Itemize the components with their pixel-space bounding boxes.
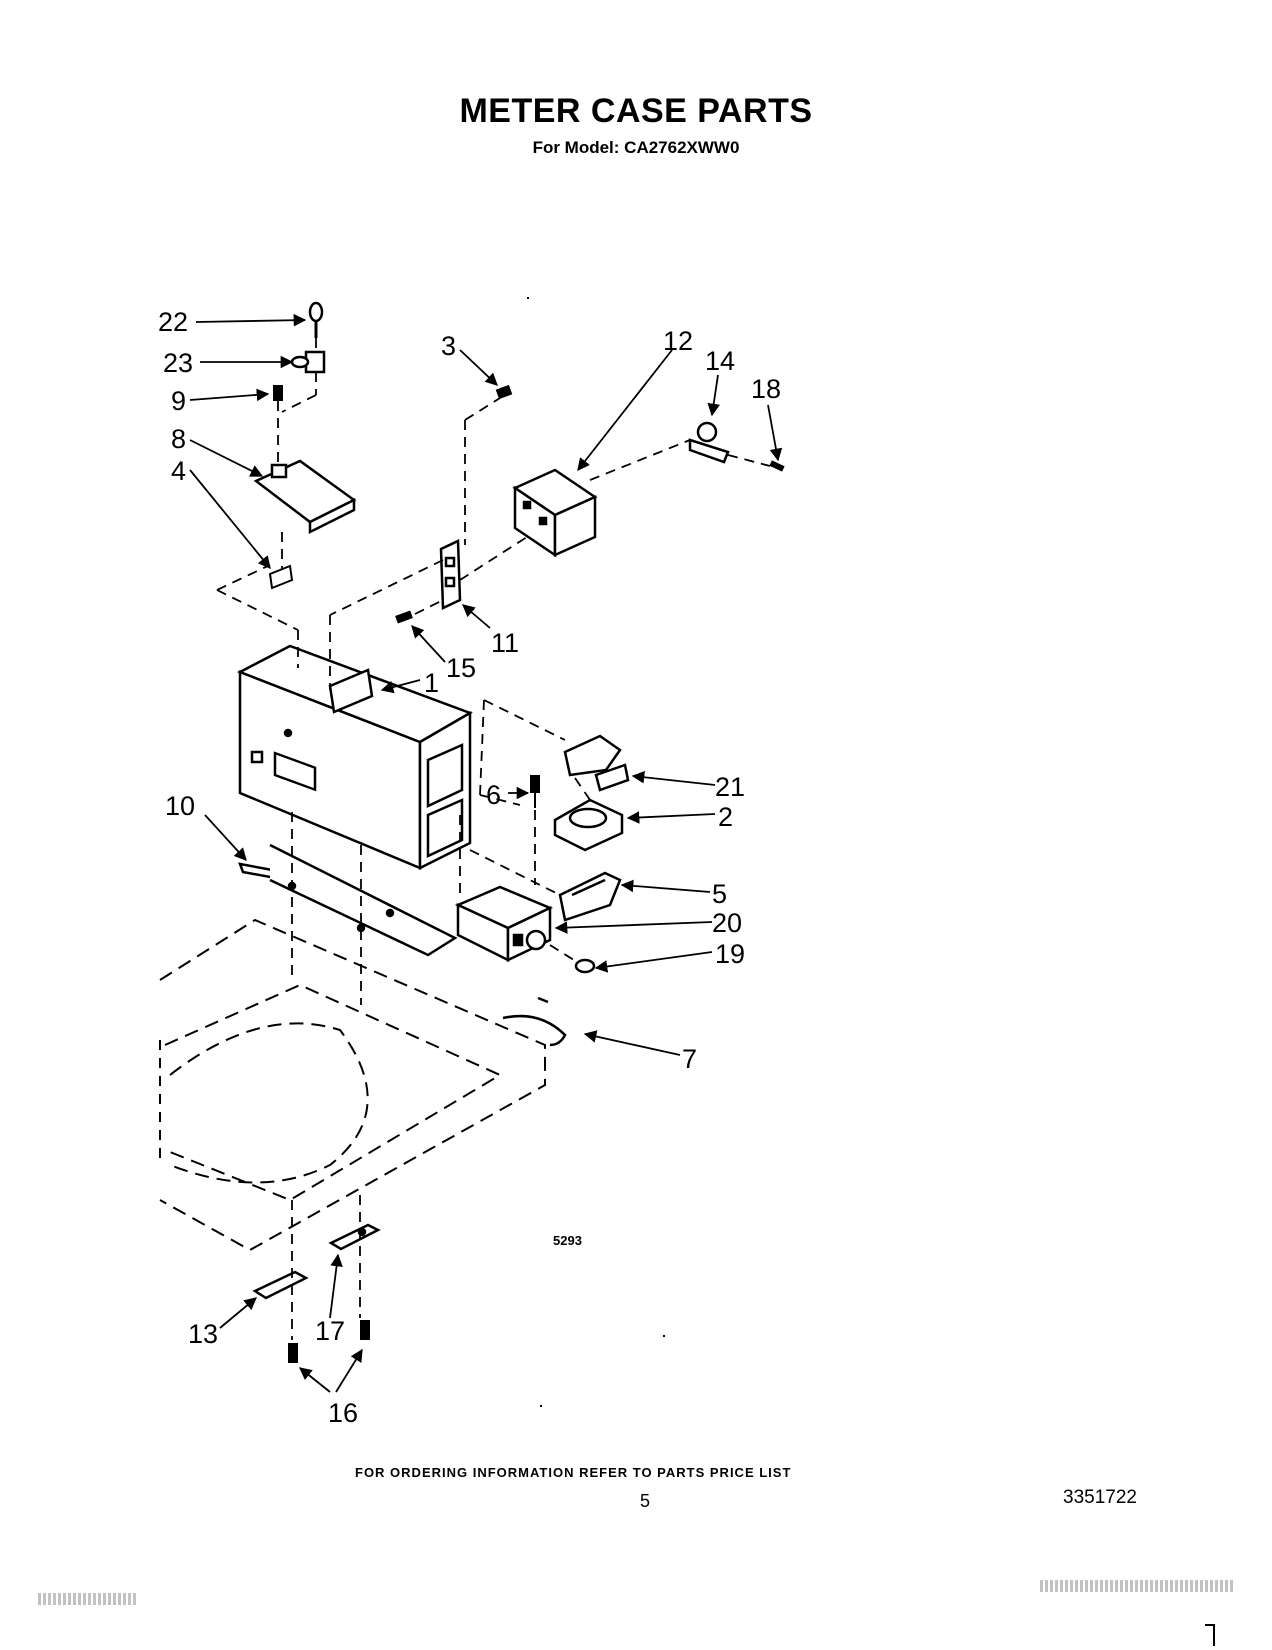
document-part-number: 3351722 [1063,1487,1137,1508]
gasket-part-10 [238,843,458,957]
footer-fine-print-right [1040,1580,1235,1592]
pin-part-18 [769,460,785,472]
assembly-guide-lines [216,338,771,1340]
slide-part-5 [558,871,622,922]
figure-code: 5293 [553,1233,582,1248]
callout-23: 23 [163,348,193,378]
callout-6: 6 [486,780,501,810]
page-number: 5 [640,1491,651,1511]
callout-labels: 22 23 9 8 4 3 12 14 18 11 15 1 10 6 21 2… [158,307,781,1428]
callout-18: 18 [751,374,781,404]
callout-7: 7 [682,1044,697,1074]
callout-3: 3 [441,331,456,361]
screw-part-6 [530,775,540,808]
model-line: For Model: CA2762XWW0 [532,138,740,157]
callout-11: 11 [491,628,519,658]
callout-14: 14 [705,346,735,376]
callout-4: 4 [171,456,186,486]
callout-5: 5 [712,879,727,909]
clip-part-13 [252,1270,309,1300]
footer-fine-print-left [38,1593,138,1605]
callout-17: 17 [315,1316,345,1346]
washer-top-outline [159,918,546,1252]
fastener-part-22 [308,301,324,338]
box-part-20 [454,885,554,963]
callout-16: 16 [328,1398,358,1428]
leader-arrows [189,313,783,1393]
callout-13: 13 [188,1319,218,1349]
screws-part-16 [288,1320,370,1363]
cup-part-2 [553,798,624,852]
screw-part-3 [495,384,513,400]
page-title: METER CASE PARTS [459,92,813,130]
callout-12: 12 [663,326,693,356]
callout-21: 21 [715,772,745,802]
callout-19: 19 [715,939,745,969]
callout-22: 22 [158,307,188,337]
bracket-part-21 [563,734,630,792]
callout-15: 15 [446,653,476,683]
clip-part-4 [268,564,294,590]
scan-marks [527,297,1215,1646]
bracket-part-8 [253,459,357,535]
spring-part-7 [502,996,567,1047]
screw-part-9 [273,385,283,401]
washer-part-19 [574,958,596,974]
screw-part-15 [395,610,413,624]
callout-2: 2 [718,802,733,832]
ordering-note: FOR ORDERING INFORMATION REFER TO PARTS … [355,1465,792,1480]
meter-case-body [236,644,473,871]
callout-20: 20 [712,908,742,938]
switch-part-12 [512,468,598,558]
bracket-part-11 [439,539,462,610]
callout-1: 1 [424,668,439,698]
clip-part-17 [328,1223,381,1251]
callout-10: 10 [165,791,195,821]
callout-9: 9 [171,386,186,416]
coupling-part-23 [290,350,326,374]
knob-part-14 [688,421,730,464]
callout-8: 8 [171,424,186,454]
